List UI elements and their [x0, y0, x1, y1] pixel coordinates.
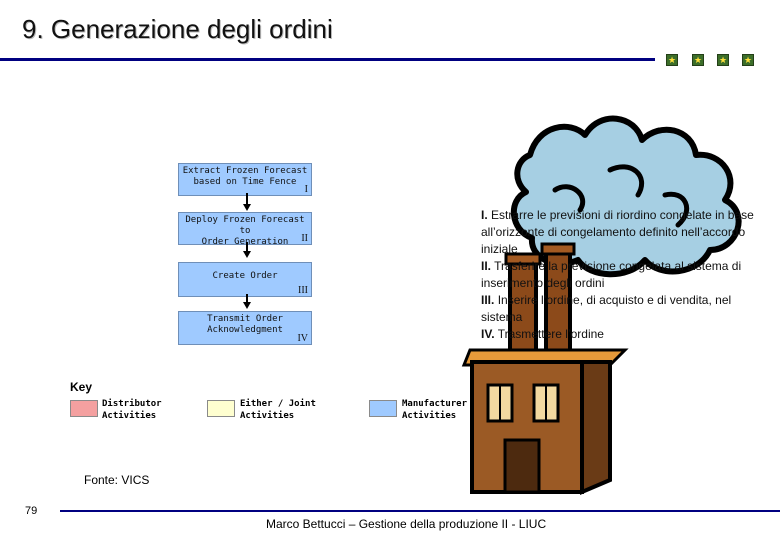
description-text: I. Estrarre le previsioni di riordino co…: [481, 207, 773, 343]
footer-text: Marco Bettucci – Gestione della produzio…: [266, 517, 547, 531]
source-note: Fonte: VICS: [84, 473, 150, 487]
arrow-down-icon: [243, 251, 251, 258]
flow-step-create: Create Order III: [178, 262, 312, 297]
key-swatch-joint: [207, 400, 235, 417]
footer-divider: [60, 510, 780, 512]
description-item: III. Inserire l’ordine, di acquisto e di…: [481, 293, 732, 324]
flow-step-deploy: Deploy Frozen Forecast to Order Generati…: [178, 212, 312, 247]
star-icon: ★: [742, 54, 754, 66]
star-icon: ★: [692, 54, 704, 66]
step-numeral: II: [301, 233, 308, 244]
step-numeral: IV: [297, 333, 308, 344]
flow-step-extract: Extract Frozen Forecast based on Time Fe…: [178, 163, 312, 196]
description-item: I. Estrarre le previsioni di riordino co…: [481, 208, 754, 256]
star-icon: ★: [666, 54, 678, 66]
step-line2: Acknowledgment: [207, 325, 283, 335]
step-line2: based on Time Fence: [193, 177, 297, 187]
arrow-down-icon: [243, 204, 251, 211]
factory-illustration: [461, 115, 742, 496]
key-title: Key: [70, 380, 93, 394]
step-line2: Order Generation: [201, 237, 289, 247]
flow-connector: [246, 294, 248, 303]
step-numeral: III: [298, 285, 308, 296]
step-line1: Extract Frozen Forecast: [182, 166, 308, 176]
key-swatch-distributor: [70, 400, 98, 417]
step-line1: Create Order: [212, 271, 278, 281]
description-item: IV. Trasmettere l’ordine: [481, 327, 604, 341]
key-swatch-manufacturer: [369, 400, 397, 417]
step-line1: Transmit Order: [207, 314, 283, 324]
step-numeral: I: [304, 184, 308, 195]
flow-step-transmit: Transmit Order Acknowledgment IV: [178, 311, 312, 345]
star-icon: ★: [717, 54, 729, 66]
arrow-down-icon: [243, 302, 251, 309]
description-item: II. Trasferire la previsione congelata a…: [481, 259, 742, 290]
flow-connector: [246, 193, 248, 205]
step-line1: Deploy Frozen Forecast to: [185, 215, 305, 236]
page-number: 79: [25, 505, 38, 517]
slide-title: 9. Generazione degli ordini: [22, 14, 333, 44]
title-divider: [0, 58, 655, 61]
flow-connector: [246, 242, 248, 252]
